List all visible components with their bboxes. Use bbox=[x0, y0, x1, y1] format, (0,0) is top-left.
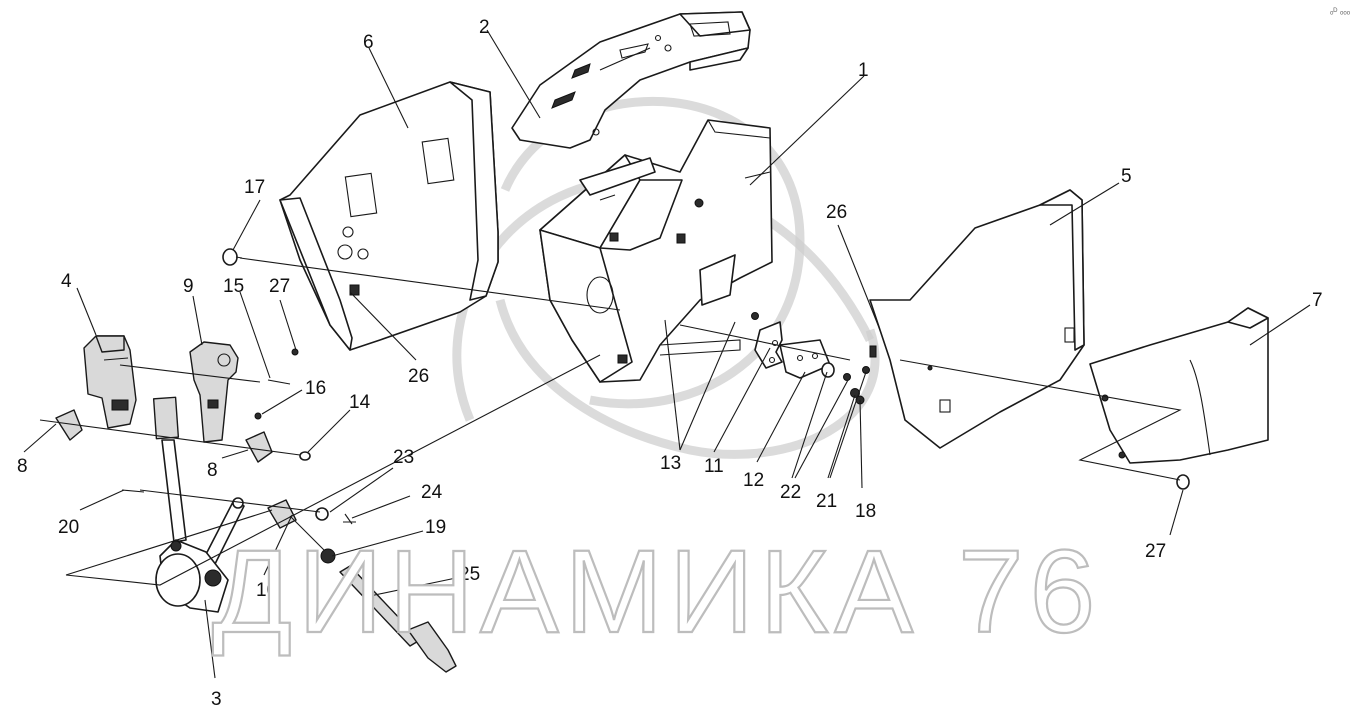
callout-16: 16 bbox=[305, 378, 326, 399]
part-5-right-side-panel bbox=[869, 189, 1085, 449]
callout-11: 11 bbox=[704, 456, 724, 477]
callout-5: 5 bbox=[1121, 166, 1132, 187]
small-fasteners bbox=[121, 248, 1190, 525]
leader-lines bbox=[23, 29, 1311, 679]
callout-3: 3 bbox=[211, 689, 222, 710]
callout-1: 1 bbox=[858, 60, 869, 81]
watermark-text: ДИНАМИКА 76 bbox=[212, 526, 1101, 658]
part-4-lever-handle bbox=[83, 335, 137, 429]
part-27-screw-right bbox=[1176, 474, 1190, 490]
callout-20: 20 bbox=[58, 517, 79, 538]
part-6-left-side-panel bbox=[279, 81, 499, 351]
callout-22: 22 bbox=[780, 482, 801, 503]
callout-12: 12 bbox=[743, 470, 764, 491]
part-16-bolt bbox=[254, 412, 262, 420]
callout-25: 25 bbox=[459, 564, 480, 585]
callout-8-left: 8 bbox=[17, 456, 28, 477]
callout-13: 13 bbox=[660, 453, 681, 474]
callout-7: 7 bbox=[1312, 290, 1323, 311]
part-14-screw bbox=[299, 451, 311, 461]
callout-17: 17 bbox=[244, 177, 265, 198]
part-8-small-caps bbox=[55, 409, 273, 463]
callout-23: 23 bbox=[393, 447, 414, 468]
part-17-screw bbox=[222, 248, 238, 266]
part-2-top-cover bbox=[511, 11, 751, 149]
callout-10: 10 bbox=[256, 580, 277, 601]
callout-14: 14 bbox=[349, 392, 371, 413]
part-27-screw-left bbox=[291, 348, 299, 356]
part-23-washer bbox=[315, 507, 329, 521]
callout-4: 4 bbox=[61, 271, 72, 292]
callout-2: 2 bbox=[479, 17, 490, 38]
part-11-12-brackets bbox=[751, 312, 877, 379]
part-1-central-housing bbox=[539, 119, 773, 383]
callout-19: 19 bbox=[425, 517, 446, 538]
corner-mark: ₒᴰ ₒₒₒ bbox=[1330, 6, 1351, 16]
callout-labels: 1 2 3 4 5 6 7 8 8 9 10 11 12 13 14 15 16… bbox=[17, 17, 1323, 710]
callout-26-left: 26 bbox=[408, 366, 429, 387]
callout-15: 15 bbox=[223, 276, 244, 297]
callout-24: 24 bbox=[421, 482, 443, 503]
part-7-lower-right-cover bbox=[1089, 307, 1269, 464]
callout-26-top: 26 bbox=[826, 202, 847, 223]
part-24-cotter bbox=[343, 513, 356, 525]
part-15-pin bbox=[267, 379, 291, 385]
callout-27-left: 27 bbox=[269, 276, 290, 297]
callout-27-right: 27 bbox=[1145, 541, 1166, 562]
callout-21: 21 bbox=[816, 491, 837, 512]
part-3-lever-assembly bbox=[152, 396, 245, 613]
callout-8-right: 8 bbox=[207, 460, 218, 481]
callout-9: 9 bbox=[183, 276, 194, 297]
callout-6: 6 bbox=[363, 32, 374, 53]
callout-18: 18 bbox=[855, 501, 876, 522]
part-20-pin bbox=[121, 489, 145, 493]
part-9-lever-handle bbox=[189, 341, 239, 443]
